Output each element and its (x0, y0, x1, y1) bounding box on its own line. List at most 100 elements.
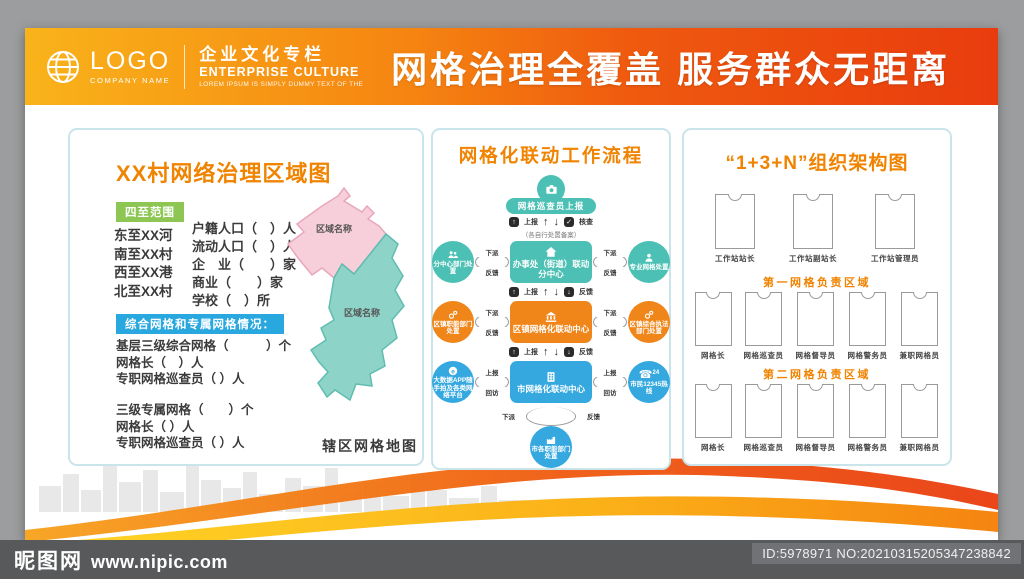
district-enforcement-node: 区镇综合执法部门处置 (628, 301, 670, 344)
role-card: 网格巡查员 (744, 384, 784, 453)
photo-placeholder (849, 384, 886, 438)
watermark-bar: 昵图网 www.nipic.com ID:5978971 NO:20210315… (0, 540, 1024, 579)
photo-placeholder (797, 292, 834, 346)
camera-icon (545, 184, 557, 194)
photo-placeholder (745, 292, 782, 346)
role-card: 网格长 (694, 384, 732, 453)
street-center-box: 办事处（街道）联动分中心 (510, 241, 592, 284)
photo-placeholder (901, 384, 938, 438)
flow-row-district: 区镇职能部门处置 下派 反馈 区镇网格化联动中心 下派 反馈 (432, 301, 670, 344)
grid-item: 专职网格巡查员（ ）人 (116, 436, 245, 450)
photo-placeholder (745, 384, 782, 438)
check-icon: ✓ (564, 217, 574, 228)
city-center-box: 市网格化联动中心 (510, 361, 592, 404)
nipic-logo: 昵图网 (14, 549, 83, 573)
role-card: 工作站副站长 (789, 194, 837, 264)
stat-item: 户籍人口（ ）人 (192, 221, 297, 236)
factory-icon (546, 436, 556, 444)
area-map-title: XX村网络治理区域图 (116, 161, 332, 186)
arrow-down-icon: ↓ (553, 215, 560, 228)
photo-placeholder (694, 384, 732, 438)
link-report-visit: 上报 回访 (474, 367, 510, 398)
comprehensive-grid-list: 基层三级综合网格（ ）个 网格长（ ）人 专职网格巡查员（ ）人 (116, 338, 291, 388)
connector-report-feedback: ↑ 上报 ↑ ↓ ↓ 反馈 (509, 286, 593, 298)
browser-icon: e (448, 367, 458, 376)
watermark-site: 昵图网 www.nipic.com (14, 545, 228, 575)
range-badge: 四至范围 (116, 202, 184, 222)
grid2-roles-row: 网格长 网格巡查员 网格督导员 网格警务员 (684, 384, 950, 453)
dispatch-feedback-loop: 下派 反馈 (496, 405, 606, 427)
link-report-visit: 上报 回访 (592, 367, 628, 398)
role-card: 工作站站长 (715, 194, 755, 264)
grid1-roles-row: 网格长 网格巡查员 网格督导员 网格警务员 (684, 292, 950, 361)
range-item: 南至XX村 (114, 246, 173, 262)
person-icon (645, 254, 653, 263)
flow-row-city: e 大数据APP随手拍及各类网络平台 上报 回访 市网格化联动中心 上 (432, 361, 670, 404)
svg-text:e: e (451, 369, 455, 376)
phone-24-icon: ☎24 (638, 368, 660, 381)
building-icon (547, 372, 555, 382)
flow-row-subcenter: 分中心部门处置 下派 反馈 办事处（街道）联动分中心 下派 反馈 (432, 241, 670, 284)
image-id-badge: ID:5978971 NO:20210315205347238842 (752, 543, 1021, 564)
gears-icon (644, 310, 654, 319)
stat-item: 企 业（ ）家 (192, 257, 297, 272)
link-dispatch-feedback: 下派 反馈 (592, 307, 628, 338)
org-chart-title: “1+3+N”组织架构图 (725, 153, 909, 174)
exclusive-grid-list: 三级专属网格（ ）个 网格长（ ）人 专职网格巡查员（ ）人 (116, 402, 254, 452)
photo-placeholder (797, 384, 834, 438)
connector-report-feedback: ↑ 上报 ↑ ↓ ↓ 反馈 (509, 346, 593, 358)
gears-icon (448, 310, 458, 319)
link-dispatch-feedback: 下派 反馈 (474, 247, 510, 278)
range-item: 西至XX港 (114, 265, 173, 280)
role-card: 网格长 (694, 292, 732, 361)
globe-logo-icon (47, 50, 79, 83)
column-subtitle: ENTERPRISE CULTURE (199, 64, 360, 79)
grid-item: 基层三级综合网格（ ）个 (116, 339, 292, 353)
grid-item: 三级专属网格（ ）个 (116, 403, 254, 417)
subcenter-dept-node: 分中心部门处置 (432, 241, 474, 284)
report-up-icon: ↑ (509, 217, 519, 228)
logo-block: LOGO COMPANY NAME (45, 46, 171, 85)
map-caption: 辖区网格地图 (322, 438, 418, 454)
bottom-wave-decoration (25, 458, 998, 540)
map-region2-label: 区域名称 (344, 307, 380, 318)
bank-icon (545, 311, 557, 322)
population-stats-list: 户籍人口（ ）人 流动人口（ ）人 企 业（ ）家 商业（ ）家 学校（ ）所 (192, 220, 296, 310)
logo-text: LOGO (90, 46, 171, 75)
header-banner: LOGO COMPANY NAME 企业文化专栏 ENTERPRISE CULT… (25, 28, 998, 105)
role-card: 工作站管理员 (871, 194, 919, 264)
stat-item: 流动人口（ ）人 (192, 239, 297, 254)
poster: LOGO COMPANY NAME 企业文化专栏 ENTERPRISE CULT… (25, 28, 998, 540)
stat-item: 学校（ ）所 (192, 293, 271, 308)
role-card: 网格警务员 (848, 384, 888, 453)
district-center-box: 区镇网格化联动中心 (510, 301, 592, 344)
map-region-teal (309, 232, 405, 402)
grid-info-badge: 综合网格和专属网格情况： (116, 314, 284, 334)
range-item: 北至XX村 (114, 283, 173, 299)
column-tagline: LOREM IPSUM IS SIMPLY DUMMY TEXT OF THE (199, 80, 364, 88)
poster-main-title: 网格治理全覆盖 服务群众无距离 (391, 48, 951, 90)
header-divider (184, 44, 186, 89)
photo-placeholder (715, 194, 755, 249)
range-item: 东至XX河 (114, 228, 173, 243)
photo-placeholder (875, 194, 915, 249)
area-map-panel: XX村网络治理区域图 四至范围 东至XX河 南至XX村 西至XX港 北至XX村 … (68, 128, 424, 466)
grid-item: 网格长（ ）人 (116, 419, 195, 434)
poster-body: XX村网络治理区域图 四至范围 东至XX河 南至XX村 西至XX港 北至XX村 … (25, 105, 998, 540)
city-departments-node: 市各职能部门处置 (530, 426, 572, 469)
grid1-heading: 第一网格负责区域 (763, 277, 871, 289)
grid-item: 网格长（ ）人 (116, 355, 204, 370)
professional-grid-node: 专业网格处置 (628, 241, 670, 284)
range-list: 东至XX河 南至XX村 西至XX港 北至XX村 (114, 227, 173, 301)
column-title-block: 企业文化专栏 ENTERPRISE CULTURE LOREM IPSUM IS… (199, 45, 363, 88)
link-dispatch-feedback: 下派 反馈 (474, 307, 510, 338)
site-url: www.nipic.com (91, 551, 228, 572)
role-card: 网格警务员 (848, 292, 888, 361)
org-chart-panel: “1+3+N”组织架构图 工作站站长 工作站副站长 工作站管理员 (682, 128, 952, 466)
workflow-panel: 网格化联动工作流程 网格巡查员上报 ↑ 上报 ↑ ↓ ✓ 核查 (431, 128, 671, 470)
self-handle-note: （各自行处置备案） (521, 232, 581, 240)
photo-placeholder (793, 194, 833, 249)
role-card: 兼职网格员 (900, 292, 940, 361)
bigdata-platform-node: e 大数据APP随手拍及各类网络平台 (432, 361, 474, 404)
